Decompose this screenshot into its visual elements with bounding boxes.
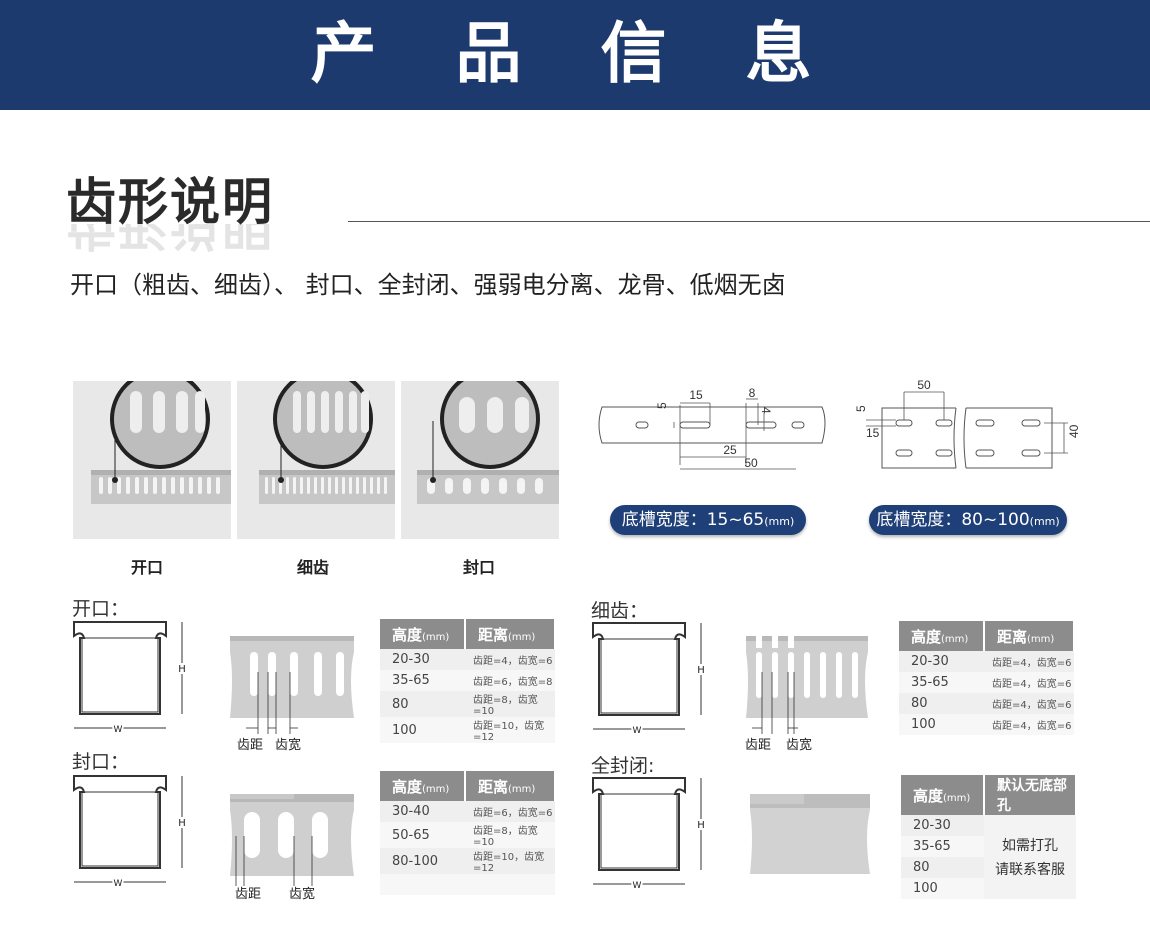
- tooth-width-label: 齿宽: [289, 886, 315, 902]
- dim-label: 5: [854, 405, 868, 412]
- width-label: W: [114, 725, 123, 735]
- type-label-open: 开口：: [72, 598, 130, 620]
- dim-label: 15: [689, 388, 703, 402]
- height-label: H: [178, 664, 186, 675]
- photo-caption-fine-tooth: 细齿: [296, 558, 329, 577]
- note-line: 如需打孔: [1002, 838, 1058, 854]
- width-label: W: [633, 881, 642, 891]
- table-row: 80: [901, 857, 1076, 878]
- dim-label: 25: [723, 443, 737, 457]
- cross-section-fully-closed: W H: [592, 777, 707, 892]
- section-title-reflection: 齿形说明: [66, 224, 274, 255]
- tooth-width-label: 齿宽: [275, 737, 301, 753]
- cross-section-fine-tooth: W H: [592, 622, 707, 737]
- spec-table-fully-closed: 高度(mm) 默认无底部孔 20-30 如需打孔 请联系客服 35-65 80 …: [901, 775, 1077, 899]
- table-row: 100: [901, 878, 1076, 899]
- bottom-width-badge-large: 底槽宽度：80~100(mm): [869, 505, 1067, 535]
- width-label: W: [633, 726, 642, 736]
- slot-dimension-diagram-small: 15 5 8 4 25 50: [598, 386, 826, 470]
- dim-label: 40: [1067, 424, 1080, 438]
- tooth-profile-closed: 齿距 齿宽: [230, 794, 354, 902]
- table-row: 35-65: [901, 836, 1076, 857]
- type-label-fully-closed: 全封闭:: [591, 755, 655, 777]
- width-label: W: [114, 879, 123, 889]
- cross-section-open: W H: [73, 621, 188, 736]
- header-banner: [0, 0, 1150, 110]
- tooth-pitch-label: 齿距: [235, 887, 261, 902]
- tooth-profile-fine: 齿距 齿宽: [745, 636, 868, 753]
- closed-duct-illustration: [417, 381, 559, 504]
- tooth-pitch-label: 齿距: [745, 738, 771, 753]
- height-label: H: [697, 820, 705, 831]
- tooth-pitch-label: 齿距: [237, 738, 263, 753]
- section-subtitle: 开口（粗齿、细齿）、 封口、全封闭、强弱电分离、龙骨、低烟无卤: [70, 271, 786, 299]
- dim-label: 4: [759, 407, 773, 414]
- fine-tooth-duct-illustration: [259, 381, 395, 504]
- photo-caption-closed: 封口: [462, 558, 495, 577]
- photo-closed-type: [401, 381, 559, 539]
- tooth-profile-open: 齿距 齿宽: [230, 636, 354, 753]
- slot-dimension-diagram-large: 50 5 15 40: [854, 378, 1080, 470]
- page-title: 产 品 信 息: [310, 15, 840, 92]
- cross-section-closed: W H: [73, 775, 188, 890]
- note-line: 请联系客服: [995, 862, 1065, 878]
- type-label-closed: 封口：: [72, 751, 130, 773]
- photo-fine-tooth-type: [237, 381, 395, 539]
- tooth-width-label: 齿宽: [786, 737, 812, 753]
- height-label: H: [178, 818, 186, 829]
- tooth-profile-fully-closed: [750, 794, 870, 874]
- table-row: 20-30 如需打孔 请联系客服: [901, 815, 1076, 899]
- photo-open-type: [73, 381, 231, 539]
- section-divider: [348, 221, 1150, 222]
- open-duct-illustration: [91, 381, 231, 504]
- dim-label: 5: [655, 402, 669, 409]
- height-label: H: [697, 665, 705, 676]
- bottom-width-badge-small: 底槽宽度：15~65(mm): [610, 505, 806, 535]
- dim-label: 8: [749, 386, 756, 400]
- photo-caption-open: 开口: [130, 558, 163, 577]
- dim-label: 50: [917, 378, 931, 392]
- type-label-fine-tooth: 细齿：: [591, 600, 649, 622]
- section-title: 齿形说明: [66, 173, 274, 231]
- dim-label: 50: [744, 456, 758, 470]
- dim-label: 15: [866, 426, 880, 440]
